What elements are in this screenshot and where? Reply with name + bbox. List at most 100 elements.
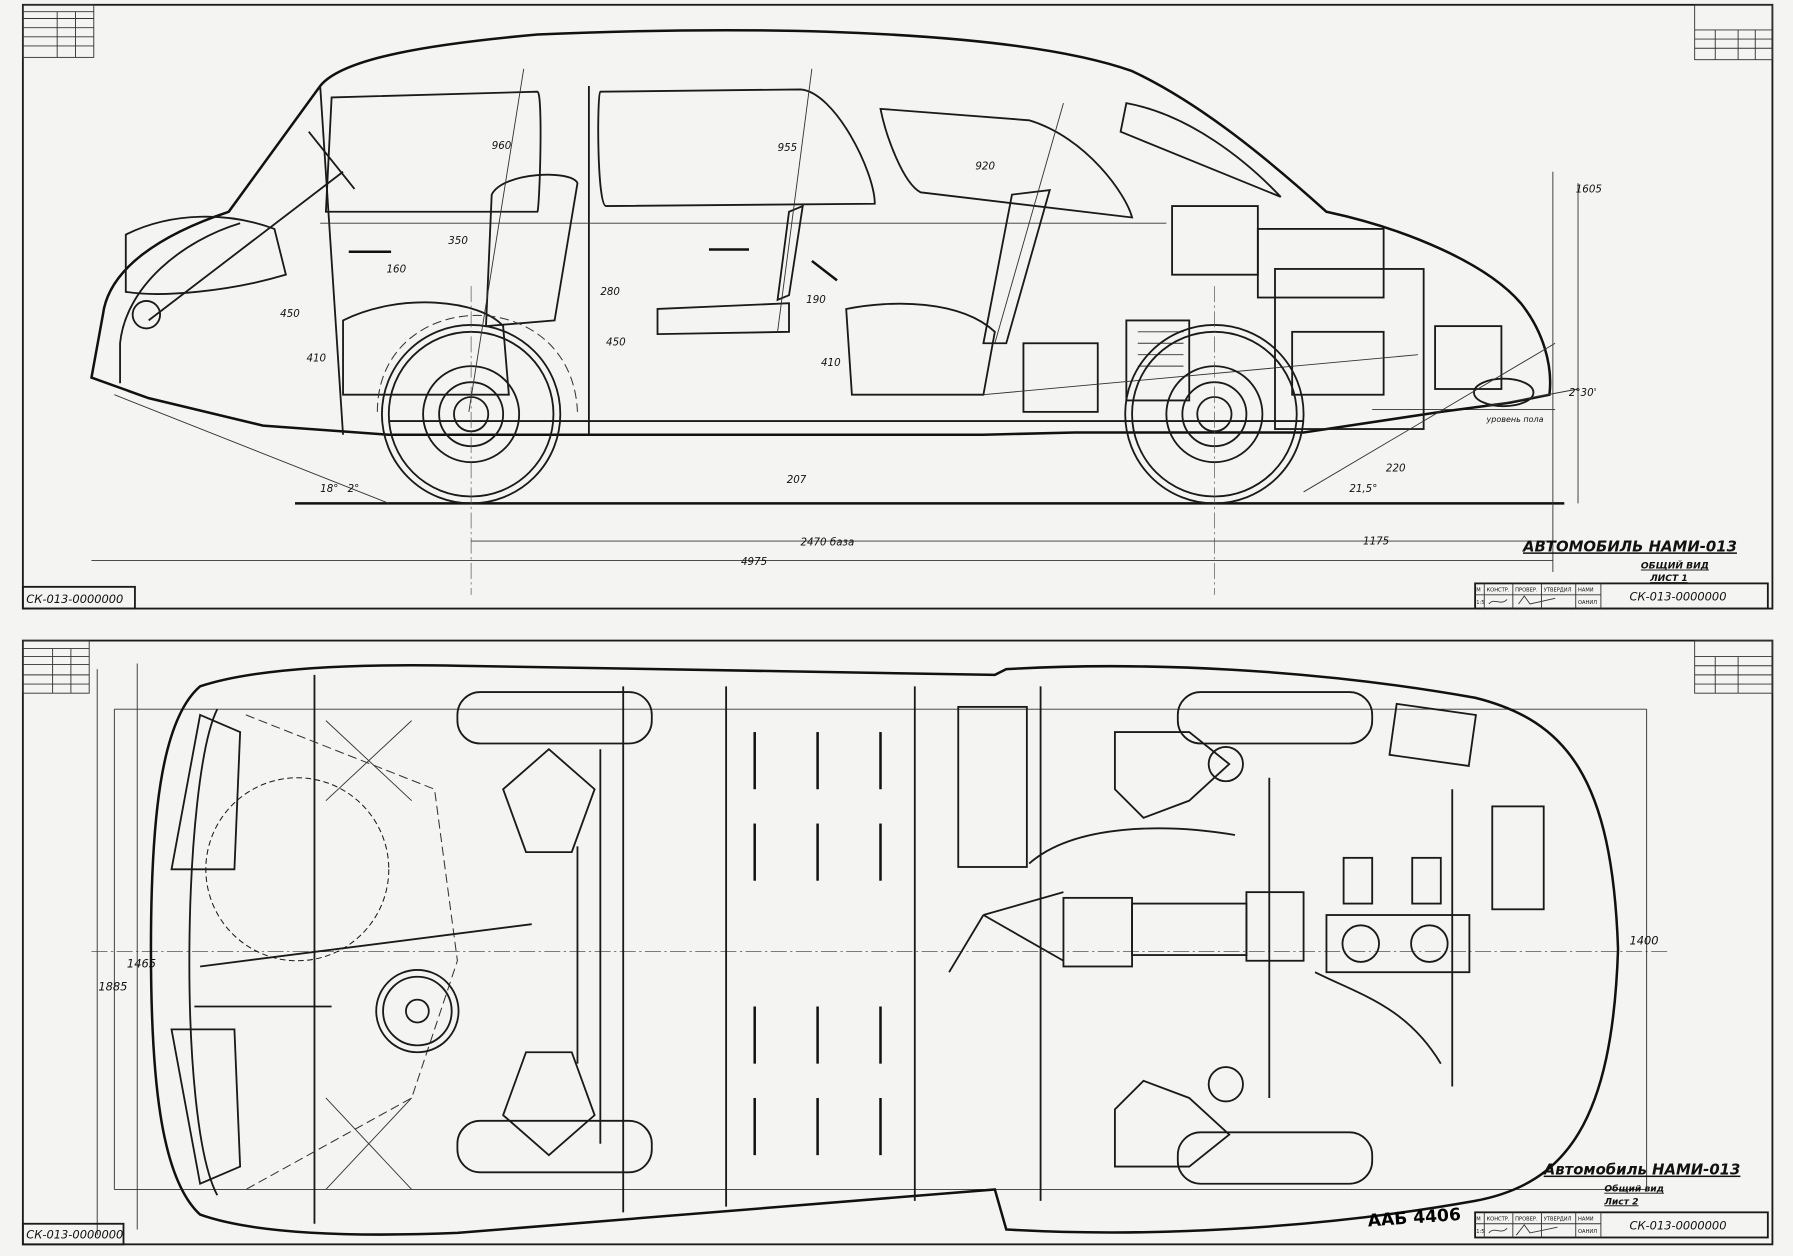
sheet-1-side-view: 960 955 920 1605 350 160 450 410 280 190… <box>21 3 1774 610</box>
a-pillar <box>319 85 344 435</box>
engine-transmission <box>948 702 1545 1098</box>
steering-wheel <box>308 131 356 190</box>
signature <box>1488 1224 1558 1236</box>
rear-engine <box>983 205 1535 430</box>
front-seat-cushion <box>342 301 510 396</box>
front-panel <box>119 222 241 384</box>
angle-2-30: 2°30' <box>1569 387 1597 399</box>
floor-ribs <box>753 732 882 1156</box>
sheet-1-number: ЛИСТ 1 <box>1649 574 1688 584</box>
steering-wheel <box>375 968 460 1054</box>
angle-18: 18° <box>320 483 338 495</box>
spare-wheel <box>205 777 390 962</box>
revision-table-left <box>22 4 95 58</box>
archive-stamp: ААБ 4406 <box>1367 1205 1461 1231</box>
sheet-1-corner-code-box <box>21 585 136 610</box>
checker-label: ПРОВЕР. <box>1515 587 1538 593</box>
dim-wheelbase: 2470 база <box>800 537 854 549</box>
approver-label: УТВЕРДИЛ <box>1544 1216 1572 1222</box>
front-wheel <box>376 314 578 505</box>
dept-label: ОАНИЛ <box>1578 600 1597 606</box>
spare-wheel <box>124 215 287 295</box>
sheet-2-number: Лист 2 <box>1603 1197 1638 1207</box>
sheet-2-code: СК-013-0000000 <box>1629 1218 1726 1232</box>
rear-seat-cushion <box>656 302 790 336</box>
floor-level-label: уровень пола <box>1486 415 1544 424</box>
scale-label: М <box>1476 587 1480 593</box>
rear-right-wheel <box>1176 1131 1374 1185</box>
middle-side-window <box>597 88 876 207</box>
dim-410-rear: 410 <box>821 357 841 369</box>
revision-table-left <box>22 640 90 694</box>
sheet-2-title: Автомобиль НАМИ-013 <box>1543 1161 1741 1179</box>
fuel-tank <box>957 705 1028 868</box>
dim-1175: 1175 <box>1363 536 1389 548</box>
dim-207: 207 <box>787 474 807 486</box>
steering-hub <box>405 998 430 1024</box>
sheet-1-title: АВТОМОБИЛЬ НАМИ-013 <box>1522 537 1737 555</box>
sheet-2-corner-code: СК-013-0000000 <box>26 1228 123 1242</box>
front-bumper <box>188 708 219 1196</box>
org-label: НАМИ <box>1578 1216 1594 1222</box>
designer-label: КОНСТР. <box>1487 587 1510 593</box>
dim-960: 960 <box>492 140 512 152</box>
sheet-1-corner-code: СК-013-0000000 <box>26 592 123 606</box>
dim-1885: 1885 <box>98 979 127 993</box>
dim-1400: 1400 <box>1629 934 1658 948</box>
scale-value: 1:5 <box>1476 600 1484 606</box>
third-seat-back <box>982 188 1051 345</box>
angle-21-5: 21,5° <box>1349 483 1377 495</box>
headlamp-left <box>170 713 242 871</box>
rear-seat-back <box>776 204 804 302</box>
sheet-2-top-view: 1465 1885 1400 СК-013-0000000 ААБ 4406 А… <box>21 639 1774 1246</box>
signature <box>1488 595 1556 605</box>
dim-1465: 1465 <box>127 957 156 971</box>
steering-box <box>131 300 162 330</box>
car-body-outline <box>90 29 1552 437</box>
sheet-2-border <box>21 639 1774 1246</box>
dim-955: 955 <box>778 142 798 154</box>
dim-410-front: 410 <box>306 353 326 365</box>
rear-left-wheel <box>1176 691 1374 745</box>
dim-920: 920 <box>975 160 995 172</box>
dim-450-front: 450 <box>280 308 300 320</box>
rear-suspension <box>1113 731 1244 1168</box>
front-right-wheel <box>456 1119 653 1174</box>
rear-quarter-window <box>1119 102 1282 198</box>
dim-160: 160 <box>387 263 407 275</box>
angle-2: 2° <box>348 483 360 495</box>
approver-label: УТВЕРДИЛ <box>1544 587 1572 593</box>
steering-column <box>148 171 344 322</box>
third-seat-cushion <box>845 302 996 396</box>
scale-label: М <box>1476 1216 1480 1222</box>
dim-220: 220 <box>1386 462 1406 474</box>
revision-table-right <box>1694 640 1773 694</box>
dim-280: 280 <box>600 286 620 298</box>
sheet-1-code: СК-013-0000000 <box>1629 590 1726 604</box>
front-seat-back <box>485 173 579 328</box>
sheet-1-title-block: АВТОМОБИЛЬ НАМИ-013 ОБЩИЙ ВИД ЛИСТ 1 М 1… <box>1474 537 1769 610</box>
dept-label: ОАНИЛ <box>1578 1229 1597 1235</box>
front-side-window <box>324 90 542 213</box>
sheet-2-corner-code-box <box>21 1222 125 1246</box>
car-body-outline-top <box>149 664 1620 1236</box>
dim-1605: 1605 <box>1576 183 1602 195</box>
steering-link <box>199 923 532 968</box>
sheet-2-subtitle: Общий вид <box>1604 1184 1664 1195</box>
checker-label: ПРОВЕР. <box>1515 1216 1538 1222</box>
sheet-2-title-block: Автомобиль НАМИ-013 Общий вид Лист 2 М 1… <box>1474 1161 1769 1239</box>
dim-350: 350 <box>448 235 468 247</box>
front-suspension <box>502 747 602 1157</box>
designer-label: КОНСТР. <box>1487 1216 1510 1222</box>
revision-table-right <box>1694 4 1773 61</box>
org-label: НАМИ <box>1578 587 1594 593</box>
steering-wheel-inner <box>382 975 453 1047</box>
dim-450-rear: 450 <box>606 337 626 349</box>
front-left-wheel <box>456 691 653 745</box>
sheet-1-subtitle: ОБЩИЙ ВИД <box>1641 560 1709 572</box>
door-handle <box>811 259 838 282</box>
headlamp-right <box>170 1028 242 1186</box>
sheet-1-border <box>21 3 1774 610</box>
scale-value: 1:5 <box>1476 1229 1484 1235</box>
